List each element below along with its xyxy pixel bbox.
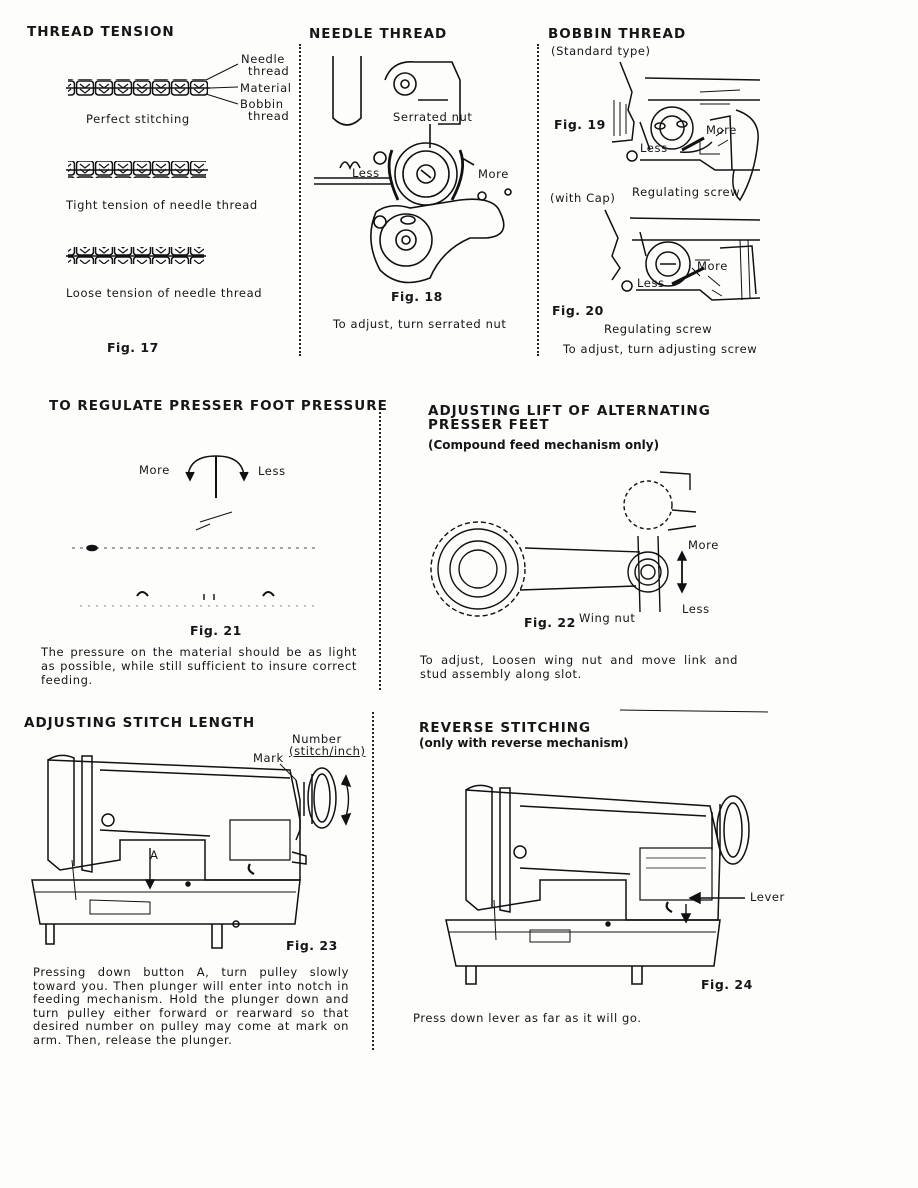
stitch-length-body: Pressing down button A, turn pulley slow… xyxy=(33,965,349,1047)
tight-tension-drawing xyxy=(66,161,208,178)
column-divider-middle xyxy=(379,400,381,690)
reverse-stitching-heading: REVERSE STITCHING xyxy=(419,720,592,736)
presser-pressure-drawing xyxy=(72,455,320,607)
presser-pressure-body: The pressure on the material should be a… xyxy=(41,645,357,687)
number-label: Number xyxy=(292,732,342,746)
serrated-nut-label: Serrated nut xyxy=(393,110,473,124)
loose-tension-drawing xyxy=(66,247,206,264)
fig23-label: Fig. 23 xyxy=(286,938,338,953)
sewing-machine-fig23-drawing xyxy=(31,754,352,949)
bobbin-thread-label: thread xyxy=(248,109,290,123)
bobbin-with-cap-drawing xyxy=(604,209,761,301)
needle-thread-heading: NEEDLE THREAD xyxy=(309,26,448,42)
fig21-label: Fig. 21 xyxy=(190,623,242,638)
pressure-more-label: More xyxy=(139,463,170,477)
reverse-mechanism-label: (only with reverse mechanism) xyxy=(419,736,629,750)
needle-thread-caption: To adjust, turn serrated nut xyxy=(333,317,507,331)
lever-label: Lever xyxy=(750,890,785,904)
bobbin-more-label-2: More xyxy=(697,259,728,273)
mark-label: Mark xyxy=(253,751,284,765)
loose-tension-caption: Loose tension of needle thread xyxy=(66,286,263,300)
fig19-label: Fig. 19 xyxy=(554,117,606,132)
sewing-machine-fig24-drawing xyxy=(445,709,769,985)
presser-pressure-heading: TO REGULATE PRESSER FOOT PRESSURE xyxy=(49,398,388,414)
standard-type-label: (Standard type) xyxy=(551,44,651,58)
bobbin-less-label-2: Less xyxy=(637,276,665,290)
alternating-lift-heading-1: ADJUSTING LIFT OF ALTERNATING xyxy=(428,403,711,419)
needle-more-label: More xyxy=(478,167,509,181)
fig18-label: Fig. 18 xyxy=(391,289,443,304)
button-a-label: A xyxy=(150,848,159,862)
fig24-label: Fig. 24 xyxy=(701,977,753,992)
reverse-stitching-body: Press down lever as far as it will go. xyxy=(413,1011,642,1025)
bobbin-more-label-1: More xyxy=(706,123,737,137)
bobbin-case-drawing xyxy=(611,61,761,202)
alternating-lift-heading-2: PRESSER FEET xyxy=(428,417,550,433)
needle-thread-tension-drawing xyxy=(314,56,512,284)
pressure-less-label: Less xyxy=(258,464,286,478)
material-label: Material xyxy=(240,81,292,95)
column-divider-bottom xyxy=(372,712,374,1050)
fig17-label: Fig. 17 xyxy=(107,340,159,355)
perfect-stitching-caption: Perfect stitching xyxy=(86,112,190,126)
column-divider-top-left xyxy=(299,44,301,356)
regulating-screw-label-1: Regulating screw xyxy=(632,185,741,199)
fig20-label: Fig. 20 xyxy=(552,303,604,318)
needle-thread-label: thread xyxy=(248,64,290,78)
bobbin-label: Bobbin xyxy=(240,97,284,111)
compound-feed-label: (Compound feed mechanism only) xyxy=(428,438,660,452)
bobbin-thread-caption: To adjust, turn adjusting screw xyxy=(563,342,758,356)
alternating-lift-body: To adjust, Loosen wing nut and move link… xyxy=(420,653,738,681)
bobbin-thread-heading: BOBBIN THREAD xyxy=(548,26,687,42)
bobbin-less-label-1: Less xyxy=(640,141,668,155)
fig22-label: Fig. 22 xyxy=(524,615,576,630)
stitch-per-inch-label: (stitch/inch) xyxy=(289,744,366,758)
regulating-screw-label-2: Regulating screw xyxy=(604,322,713,336)
needle-label: Needle xyxy=(241,52,285,66)
stitch-length-heading: ADJUSTING STITCH LENGTH xyxy=(24,715,256,731)
lift-more-label: More xyxy=(688,538,719,552)
tight-tension-caption: Tight tension of needle thread xyxy=(66,198,258,212)
lift-less-label: Less xyxy=(682,602,710,616)
with-cap-label: (with Cap) xyxy=(550,191,616,205)
needle-less-label: Less xyxy=(352,166,380,180)
column-divider-top-right xyxy=(537,44,539,356)
thread-tension-heading: THREAD TENSION xyxy=(27,24,175,40)
alternating-lift-drawing xyxy=(430,471,697,617)
wing-nut-label: Wing nut xyxy=(579,611,636,625)
perfect-stitching-drawing xyxy=(66,63,239,105)
